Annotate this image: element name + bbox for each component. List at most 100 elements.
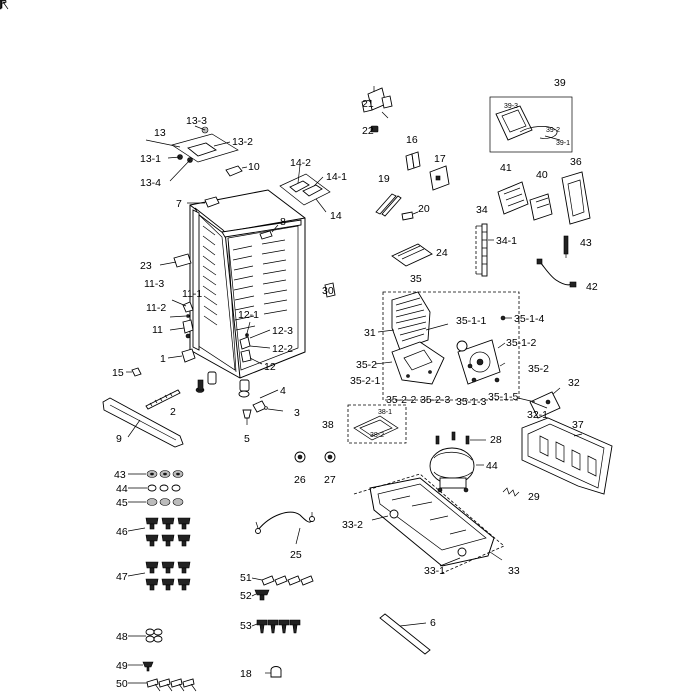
label-20: 20 <box>418 203 430 215</box>
part-34-tube <box>475 223 494 277</box>
label-39: 39 <box>554 77 566 89</box>
label-39-3: 39-3 <box>504 103 518 110</box>
label-39-2: 39-2 <box>546 127 560 134</box>
part-39-module <box>495 105 561 141</box>
label-28: 28 <box>490 434 502 446</box>
cabinet-shelf-rails <box>202 225 288 331</box>
label-3: 3 <box>294 407 300 419</box>
label-19: 19 <box>378 173 390 185</box>
label-21: 21 <box>362 98 374 110</box>
part-16-bracket <box>405 151 421 171</box>
screw-set-48 <box>145 628 163 643</box>
label-27: 27 <box>324 474 336 486</box>
part-32-bracket <box>517 387 561 419</box>
label-38-2: 38-2 <box>370 432 384 439</box>
screw-set-53 <box>0 0 301 634</box>
label-35-2-1: 35-2-1 <box>350 375 381 387</box>
part-37-rear-cover <box>521 417 613 495</box>
label-35-1-3: 35-1-3 <box>456 396 487 408</box>
label-11-3: 11-3 <box>144 278 164 290</box>
label-39-1: 39-1 <box>556 140 570 147</box>
assembly-38-boundary <box>347 404 407 444</box>
screw-set-43 <box>0 0 184 478</box>
part-17-switch <box>429 165 450 191</box>
label-18: 18 <box>240 668 252 680</box>
label-33: 33 <box>508 565 520 577</box>
label-48: 48 <box>116 631 128 643</box>
label-33-1: 33-1 <box>424 565 445 577</box>
part-27-grommet <box>324 451 336 463</box>
label-45: 45 <box>116 497 128 509</box>
label-2: 2 <box>170 406 176 418</box>
label-32: 32 <box>568 377 580 389</box>
screw-set-51 <box>261 575 314 586</box>
part-36-panel <box>561 171 591 225</box>
screw-set-44 <box>147 484 181 492</box>
label-13-4: 13-4 <box>140 177 161 189</box>
callout-labels: 13-3 13 13-2 13-1 13-4 10 14-2 14-1 14 7… <box>112 77 598 690</box>
part-13-hinge-bracket <box>145 125 239 182</box>
part-30-clip <box>324 282 336 298</box>
label-23: 23 <box>140 260 152 272</box>
screw-49 <box>142 661 154 672</box>
label-43-left: 43 <box>114 469 126 481</box>
part-9-front-cover <box>102 397 184 448</box>
label-12-3: 12-3 <box>272 325 293 337</box>
label-52: 52 <box>240 590 252 602</box>
label-14-2: 14-2 <box>290 157 311 169</box>
label-13: 13 <box>154 127 166 139</box>
label-44-left: 44 <box>116 483 128 495</box>
part-18-cap <box>265 666 282 678</box>
label-12: 12 <box>264 361 276 373</box>
part-14-hinge-set <box>279 164 331 213</box>
label-30: 30 <box>322 285 334 297</box>
label-26: 26 <box>294 474 306 486</box>
part-21-valve <box>361 86 393 119</box>
screw-set-46 <box>0 0 191 547</box>
part-29-spring <box>502 487 520 497</box>
label-35-1-4: 35-1-4 <box>514 313 545 325</box>
assembly-35-boundary <box>382 291 520 401</box>
cabinet-body <box>126 189 306 425</box>
label-11-2: 11-2 <box>146 302 166 314</box>
label-16: 16 <box>406 134 418 146</box>
part-6-rod <box>379 613 431 655</box>
label-44-compressor: 44 <box>486 460 498 472</box>
label-17: 17 <box>434 153 446 165</box>
label-53: 53 <box>240 620 252 632</box>
label-49: 49 <box>116 660 128 672</box>
label-35-2-2: 35-2-2 <box>386 394 417 406</box>
label-38-1: 38-1 <box>378 409 392 416</box>
part-26-grommet <box>294 451 306 463</box>
label-11-1: 11-1 <box>182 288 202 300</box>
label-31: 31 <box>364 327 376 339</box>
label-14: 14 <box>330 210 342 222</box>
part-35-1-motor <box>456 315 512 385</box>
part-20-fitting <box>401 211 419 221</box>
label-37: 37 <box>572 419 584 431</box>
label-35-1-5: 35-1-5 <box>488 391 519 403</box>
screw-set-45 <box>146 498 184 506</box>
part-2-rod <box>145 389 181 410</box>
label-13-1: 13-1 <box>140 153 161 165</box>
label-12-1: 12-1 <box>238 309 259 321</box>
label-35: 35 <box>410 273 422 285</box>
label-34: 34 <box>476 204 488 216</box>
part-44-compressor <box>429 431 486 493</box>
label-35-1-2: 35-1-2 <box>506 337 537 349</box>
label-5: 5 <box>244 433 250 445</box>
label-35-1-1: 35-1-1 <box>456 315 487 327</box>
label-35-2-3: 35-2-3 <box>420 394 451 406</box>
label-46: 46 <box>116 526 128 538</box>
screw-set-47 <box>145 561 191 591</box>
label-11: 11 <box>152 324 163 336</box>
label-12-2: 12-2 <box>272 343 293 355</box>
label-8: 8 <box>280 216 286 228</box>
part-43-sensor <box>563 235 569 258</box>
label-35-2-b: 35-2 <box>528 363 549 375</box>
label-24: 24 <box>436 247 448 259</box>
part-19-strip <box>375 193 402 217</box>
label-29: 29 <box>528 491 540 503</box>
label-36: 36 <box>570 156 582 168</box>
